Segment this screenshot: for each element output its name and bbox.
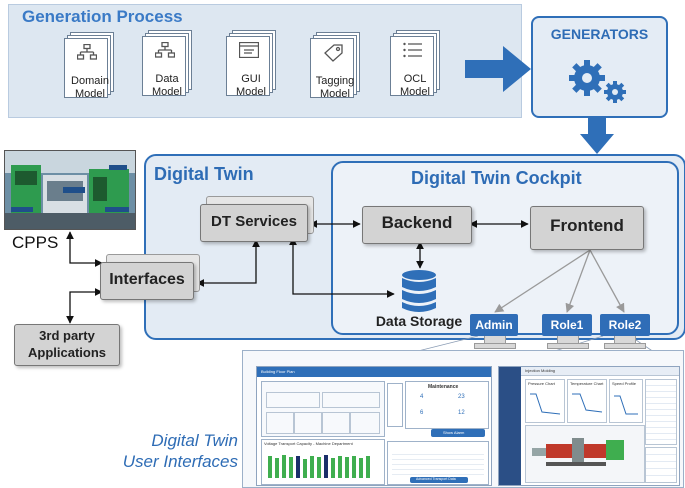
advanced-transport-label: Advanced Transport Data — [416, 477, 456, 481]
maintenance-title: Maintenance — [428, 384, 459, 390]
maint-value-4: 12 — [458, 410, 465, 416]
tagging-model-doc — [310, 32, 360, 98]
voltage-chart-title: Voltage Transport Capacity - Machine Dep… — [264, 441, 353, 446]
data-storage-label: Data Storage — [375, 313, 463, 329]
backend-box — [362, 206, 472, 244]
voltage-bar-chart — [268, 455, 370, 478]
list-icon — [403, 42, 422, 58]
admin-monitor-base — [474, 343, 516, 349]
injection-machine-image — [532, 438, 624, 466]
dt-services-box — [200, 204, 308, 242]
frontend-box — [530, 206, 644, 250]
digital-twin-title: Digital Twin — [154, 164, 254, 184]
role1-monitor-base — [547, 343, 589, 349]
user-interfaces-label: Digital Twin User Interfaces — [122, 431, 238, 471]
hierarchy-icon — [155, 42, 175, 58]
show-alarm-button[interactable]: Show Alarm — [431, 429, 485, 437]
generation-process-title: Generation Process — [22, 7, 183, 26]
show-alarm-label: Show Alarm — [443, 430, 465, 435]
role1-role: Role1 — [542, 314, 592, 336]
floor-plan-panel — [261, 381, 385, 437]
factory-machines-image — [5, 151, 135, 229]
gui-model-label: GUI Model — [236, 73, 266, 98]
screen2-status-list — [645, 447, 677, 483]
domain-model-label: Domain Model — [71, 75, 109, 100]
speed-profile-chart: Speed Profile — [609, 379, 643, 423]
screen-injection-molding: Injection Molding Pressure Chart Tempera… — [498, 366, 680, 486]
maint-value-3: 6 — [420, 410, 424, 416]
tagging-model-label: Tagging Model — [315, 75, 355, 100]
backend-label: Backend — [381, 213, 453, 232]
machine-diagram — [525, 425, 645, 483]
role2-role: Role2 — [600, 314, 650, 336]
third-party-label: 3rd party Applications — [27, 328, 106, 360]
speed-profile-title: Speed Profile — [612, 381, 637, 386]
window-icon — [239, 42, 259, 58]
temperature-chart: Temperature Chart — [567, 379, 607, 423]
cpps-photo — [4, 150, 136, 230]
maint-value-1: 4 — [420, 394, 424, 400]
data-model-label: Data Model — [152, 73, 182, 98]
pressure-chart: Pressure Chart — [525, 379, 565, 423]
frontend-label: Frontend — [550, 216, 624, 235]
maintenance-panel: Maintenance 4 23 6 12 — [405, 381, 489, 429]
interfaces-label: Interfaces — [109, 271, 185, 288]
voltage-chart-panel: Voltage Transport Capacity - Machine Dep… — [261, 439, 385, 485]
screen1-header: Building Floor Plan — [257, 367, 491, 377]
interfaces-box — [100, 262, 194, 300]
ocl-model-label: OCL Model — [400, 73, 430, 98]
deploy-arrow — [580, 116, 614, 154]
screen2-sidebar — [499, 367, 521, 485]
advanced-transport-button[interactable]: Advanced Transport Data — [410, 477, 468, 483]
gears-icon — [569, 60, 626, 103]
third-party-box — [14, 324, 120, 366]
pressure-chart-title: Pressure Chart — [528, 381, 555, 386]
temperature-chart-title: Temperature Chart — [570, 381, 604, 386]
dt-services-label: DT Services — [211, 213, 297, 230]
hierarchy-icon — [77, 44, 97, 60]
digital-twin-cockpit-title: Digital Twin Cockpit — [411, 168, 582, 188]
role2-monitor-base — [604, 343, 646, 349]
screen2-list — [645, 379, 677, 445]
domain-model-doc — [64, 32, 114, 98]
maint-value-2: 23 — [458, 394, 465, 400]
screen1-title: Building Floor Plan — [261, 369, 295, 374]
admin-role: Admin — [470, 314, 518, 336]
database-icon — [402, 270, 436, 312]
screen-building-dashboard: Building Floor Plan Maintenance 4 23 6 1… — [256, 366, 492, 486]
cpps-label: CPPS — [12, 233, 59, 252]
generation-arrow — [465, 46, 531, 92]
tag-icon — [324, 44, 343, 62]
screen2-header: Injection Molding — [521, 367, 679, 376]
screen2-title: Injection Molding — [525, 368, 556, 373]
gui-model-doc — [226, 30, 276, 96]
ocl-model-doc — [390, 30, 440, 96]
generators-label: GENERATORS — [550, 26, 649, 42]
transport-table-panel: Advanced Transport Data — [387, 441, 489, 485]
floor-selector — [387, 383, 403, 427]
data-model-doc — [142, 30, 192, 96]
